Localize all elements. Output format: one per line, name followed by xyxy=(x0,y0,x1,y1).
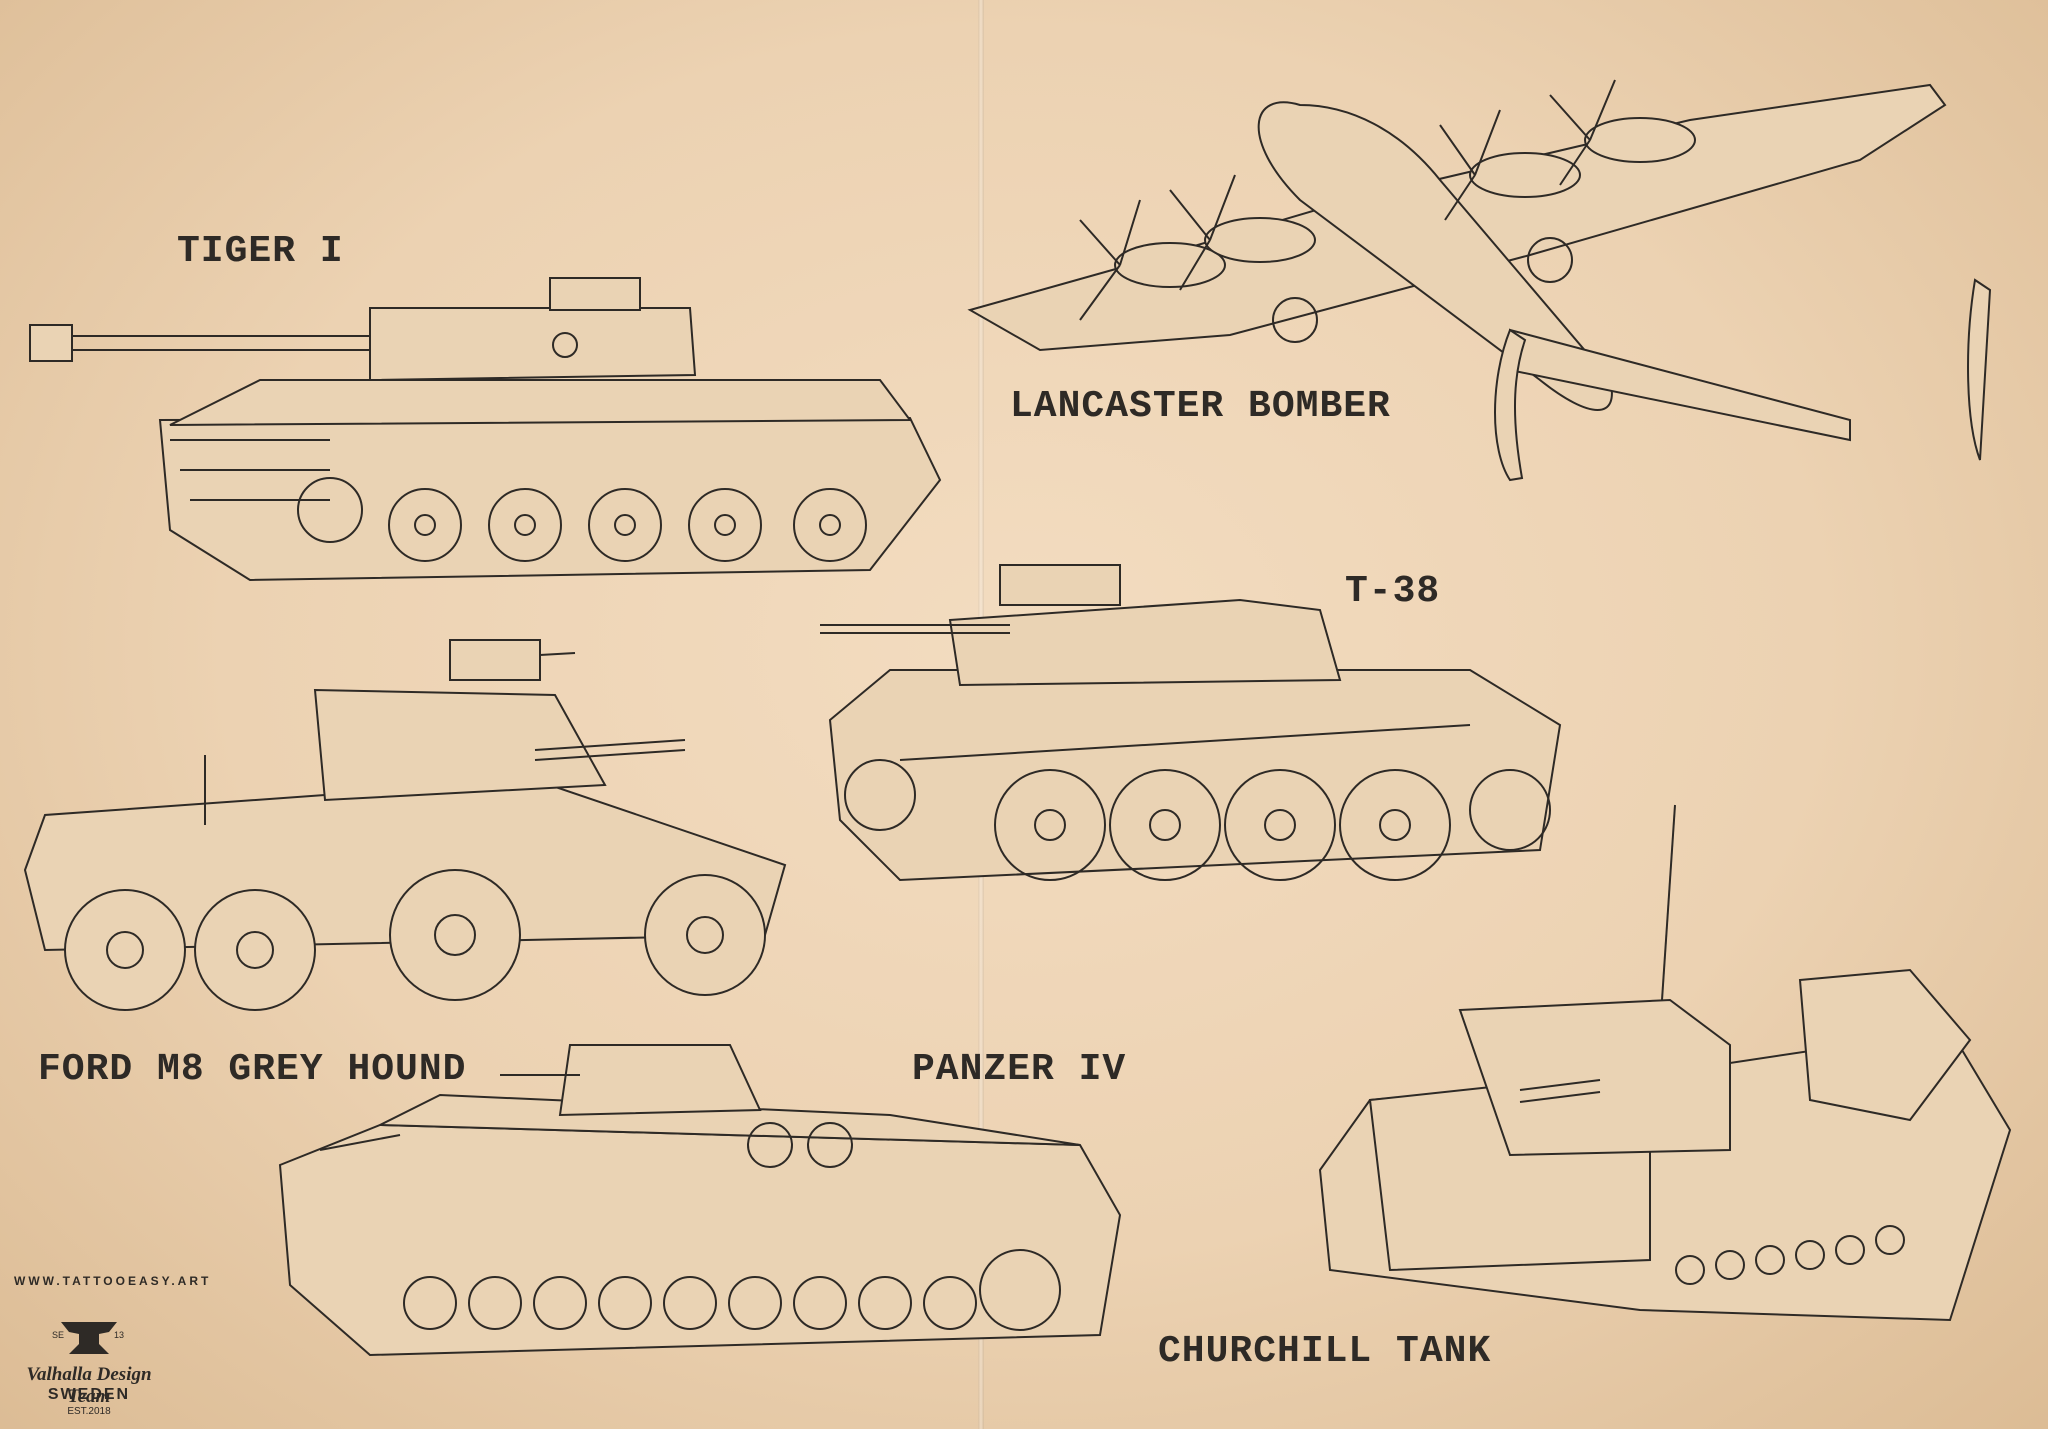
logo-team-name: Valhalla Design Team xyxy=(26,1364,152,1407)
lancaster-label: LANCASTER BOMBER xyxy=(1010,385,1391,428)
tiger-tank-drawing xyxy=(30,270,940,590)
logo-url: WWW.TATTOOEASY.ART xyxy=(14,1274,212,1288)
lancaster-engines xyxy=(1115,118,1695,287)
lancaster-propellers xyxy=(1080,80,1615,320)
logo-right-mark: 13 xyxy=(114,1330,125,1340)
logo-established: EST.2018 xyxy=(67,1406,111,1417)
valhalla-design-logo: WWW.TATTOOEASY.ART SE 13 Valhalla Design… xyxy=(14,1272,212,1422)
panzer-label: PANZER IV xyxy=(912,1048,1127,1091)
lancaster-bomber-drawing xyxy=(970,80,1970,490)
logo-left-mark: SE xyxy=(52,1330,65,1340)
t38-road-wheels xyxy=(845,760,1550,880)
t38-label: T-38 xyxy=(1345,570,1441,613)
tiger-road-wheels xyxy=(298,478,866,561)
ford-label: FORD M8 GREY HOUND xyxy=(38,1048,467,1091)
panzer-iv-drawing xyxy=(260,1035,1120,1365)
panzer-road-wheels xyxy=(404,1123,1060,1330)
logo-country: SWEDEN xyxy=(47,1386,131,1403)
churchill-tank-drawing xyxy=(1310,800,2030,1340)
ford-wheels xyxy=(65,870,765,1010)
churchill-track-bogies xyxy=(1676,1226,1904,1284)
anvil-icon xyxy=(61,1322,117,1354)
churchill-label: CHURCHILL TANK xyxy=(1158,1330,1492,1373)
ford-m8-drawing xyxy=(25,615,800,1025)
tiger-label: TIGER I xyxy=(177,230,344,273)
t38-tank-drawing xyxy=(820,560,1570,900)
